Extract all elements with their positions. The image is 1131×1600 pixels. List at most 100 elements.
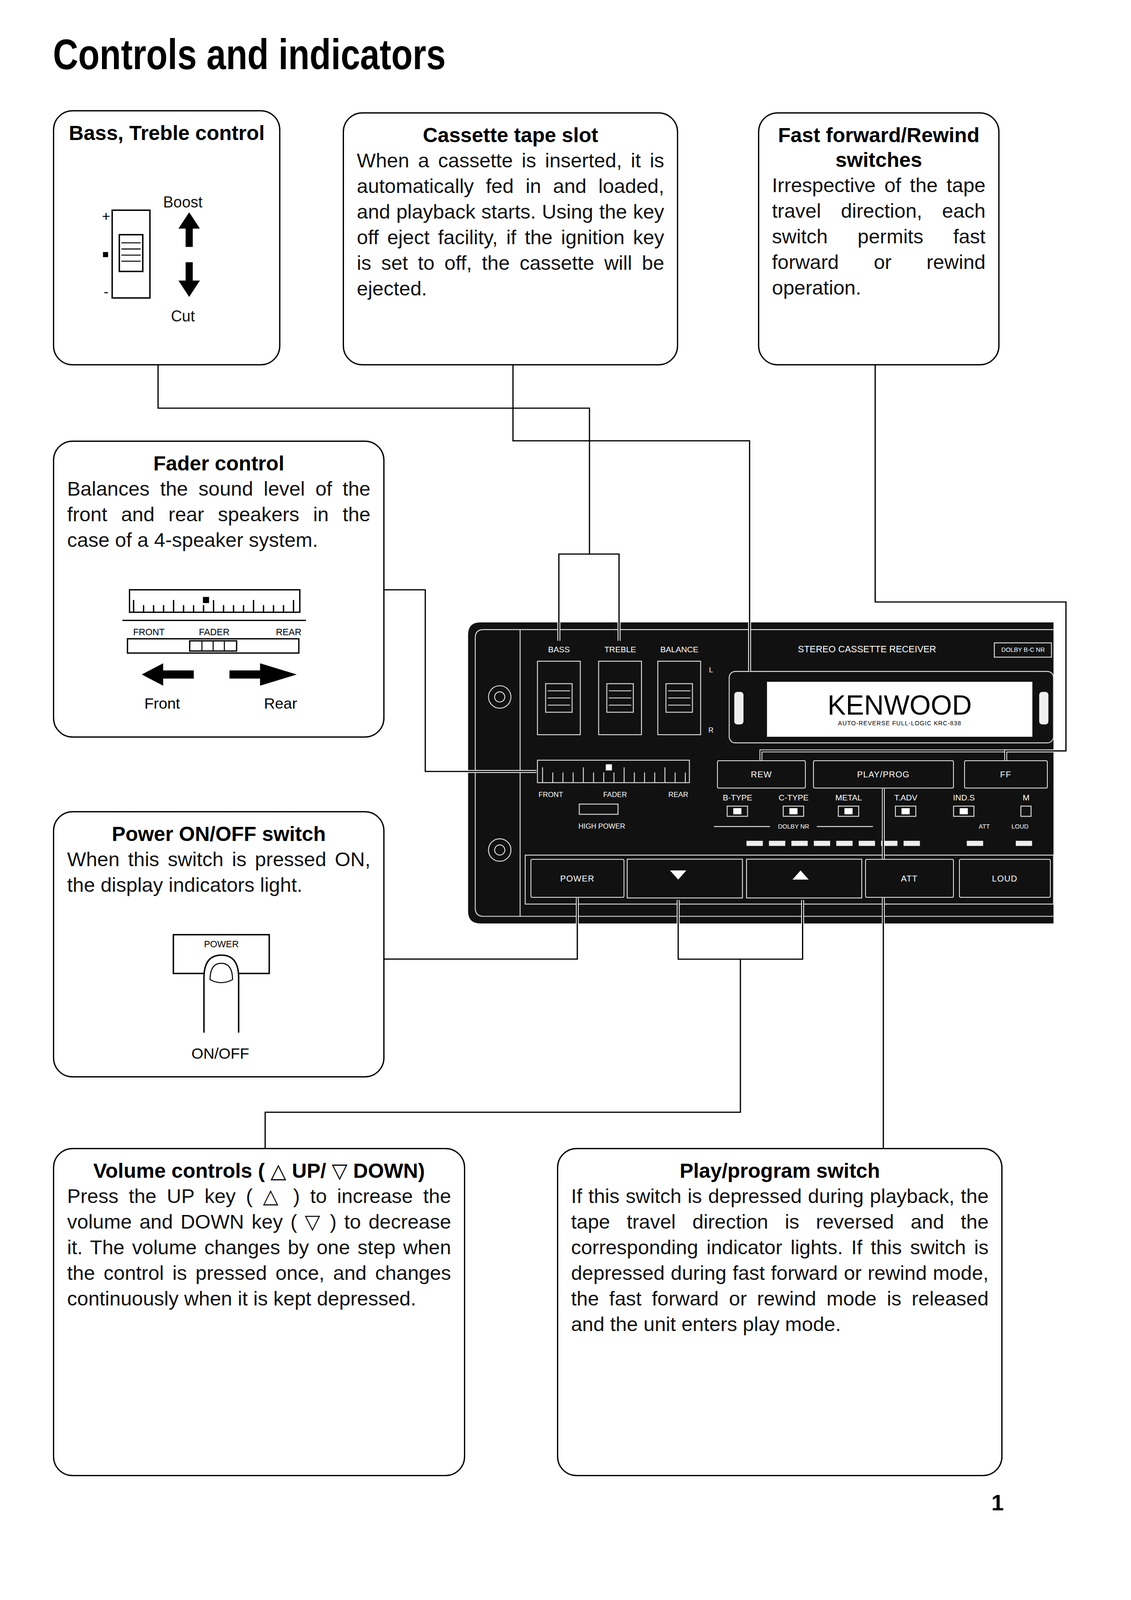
label: M <box>1022 793 1030 802</box>
tick <box>222 604 225 613</box>
power-button-icon <box>173 934 270 1033</box>
leader-line-stroke <box>760 365 1067 761</box>
node-text: Fast forward/Rewind switches <box>772 122 986 173</box>
tick <box>542 767 543 783</box>
leader-line-halo <box>881 788 885 1148</box>
tick <box>674 772 676 783</box>
tick <box>654 772 656 783</box>
label: FADER <box>198 627 230 638</box>
node-text: Bass, Treble control <box>67 120 267 146</box>
label: TREBLE <box>604 645 636 654</box>
label: FRONT <box>538 790 564 799</box>
tick <box>292 600 295 613</box>
leader-line-stroke <box>384 897 578 959</box>
indicator-bar <box>836 840 853 846</box>
node-text: Play/program switch <box>571 1158 989 1184</box>
indicator-bar <box>769 840 786 846</box>
tick <box>633 772 635 783</box>
tick <box>242 604 245 613</box>
indicator-bar <box>746 840 763 846</box>
label: REAR <box>668 790 688 799</box>
leader-line-stroke <box>882 788 884 1148</box>
tick <box>282 604 285 613</box>
node-text: Cut <box>170 308 195 324</box>
mode-button <box>953 805 974 817</box>
label: L <box>708 666 713 674</box>
node-text: PLAY/PROG <box>856 769 910 779</box>
tick <box>552 772 554 783</box>
label: FADER <box>603 790 627 799</box>
node-text: Power ON/OFF switch <box>67 821 371 847</box>
node-text: Press the UP key ( △ ) to increase the v… <box>67 1183 452 1312</box>
leader-line-halo <box>384 897 578 959</box>
tick <box>613 772 615 783</box>
mode-button-dot <box>789 807 798 814</box>
callout-box: Fader controlBalances the sound level of… <box>52 440 385 738</box>
indicator-bar <box>791 840 808 846</box>
tick <box>192 604 195 613</box>
label: DOLBY NR <box>778 823 810 830</box>
stereo-button: REW <box>717 760 806 789</box>
node-text: When this switch is pressed ON, the disp… <box>67 846 371 898</box>
label: FRONT <box>133 627 165 638</box>
label: DOLBY B-C NR <box>1001 646 1045 653</box>
tick <box>163 604 165 613</box>
node-text: FF <box>999 769 1012 779</box>
tick <box>582 767 584 783</box>
callout-box: Play/program switchIf this switch is dep… <box>556 1147 1003 1477</box>
indicator-bar <box>1015 840 1032 846</box>
label: + <box>102 209 111 224</box>
label: METAL <box>835 793 862 802</box>
node-text: Boost <box>163 194 203 210</box>
node-text: Irrespective of the tape travel directio… <box>772 172 986 301</box>
callout-box: Cassette tape slotWhen a cassette is ins… <box>342 112 679 366</box>
node-text: LOUD <box>991 874 1018 883</box>
tick <box>272 604 275 613</box>
stereo-button: ATT <box>865 858 954 898</box>
label: LOUD <box>1011 823 1029 830</box>
tick <box>252 600 254 613</box>
mode-button <box>838 805 859 817</box>
stereo-display: KENWOODAUTO-REVERSE FULL-LOGIC KRC-838 <box>766 681 1032 737</box>
callout-box: Volume controls ( △ UP/ ▽ DOWN)Press the… <box>52 1147 466 1477</box>
label: ATT <box>978 823 990 830</box>
stereo-button: POWER <box>530 858 625 898</box>
tick <box>603 772 605 783</box>
stereo-button: PLAY/PROG <box>813 760 954 789</box>
node-text: KENWOOD <box>827 690 972 720</box>
page-title: Controls and indicators <box>52 33 446 76</box>
fader-knob <box>203 596 210 603</box>
tick <box>623 767 625 783</box>
label: Rear <box>263 696 298 712</box>
label: POWER <box>204 939 239 950</box>
mode-button-dot <box>959 807 968 814</box>
mode-button <box>783 805 804 817</box>
mode-button-dot <box>733 807 742 814</box>
label: REAR <box>275 627 302 638</box>
tick <box>664 767 666 783</box>
label: Front <box>144 696 181 712</box>
label: BALANCE <box>660 645 699 654</box>
tick <box>183 604 185 613</box>
indicator-bar <box>813 840 831 846</box>
stereo-button: FF <box>964 760 1048 789</box>
tick <box>142 604 145 613</box>
node-text: Volume controls ( △ UP/ ▽ DOWN) <box>67 1158 452 1184</box>
label: B-TYPE <box>722 793 753 802</box>
mode-button <box>895 805 916 817</box>
tick <box>152 604 155 613</box>
label: R <box>708 726 714 735</box>
dot <box>102 251 108 257</box>
node-text: Balances the sound level of the front an… <box>67 475 371 553</box>
label: - <box>103 284 109 299</box>
leader-line <box>883 788 884 1148</box>
indicator-bar <box>858 840 875 846</box>
mode-button-dot <box>844 807 853 814</box>
label: ON/OFF <box>191 1046 250 1062</box>
node-text: Fader control <box>67 451 371 476</box>
node-text: POWER <box>559 874 595 883</box>
label: BASS <box>548 645 570 654</box>
slider-icon <box>112 209 150 298</box>
node-text: When a cassette is inserted, it is autom… <box>356 147 665 302</box>
tick <box>132 600 135 613</box>
